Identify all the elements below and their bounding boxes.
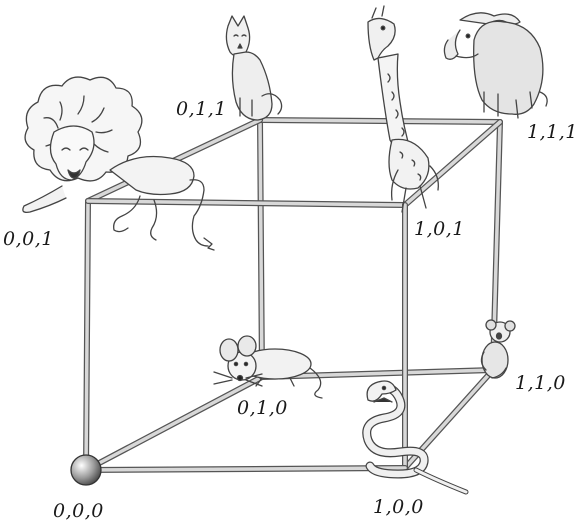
vertex-label-011: 0,1,1 — [176, 98, 227, 120]
vertex-label-000: 0,0,0 — [53, 500, 104, 522]
edge-010-011 — [260, 120, 262, 377]
vertex-label-101: 1,0,1 — [414, 218, 465, 240]
edge-000-100 — [86, 468, 405, 470]
vertex-label-110: 1,1,0 — [515, 372, 566, 394]
koala-icon — [481, 320, 515, 378]
snake-icon — [367, 381, 466, 492]
edge-000-010 — [86, 377, 262, 470]
vertex-label-010: 0,1,0 — [237, 397, 288, 419]
cat-icon — [226, 16, 281, 120]
edge-011-111 — [260, 120, 500, 122]
vertex-label-100: 1,0,0 — [373, 496, 424, 518]
edge-000-001 — [86, 201, 88, 470]
elephant-icon — [444, 13, 547, 118]
giraffe-icon — [368, 6, 438, 212]
mouse-icon — [214, 336, 322, 398]
ball-icon — [71, 455, 101, 485]
vertex-label-001: 0,0,1 — [3, 228, 54, 250]
vertex-label-111: 1,1,1 — [527, 121, 578, 143]
